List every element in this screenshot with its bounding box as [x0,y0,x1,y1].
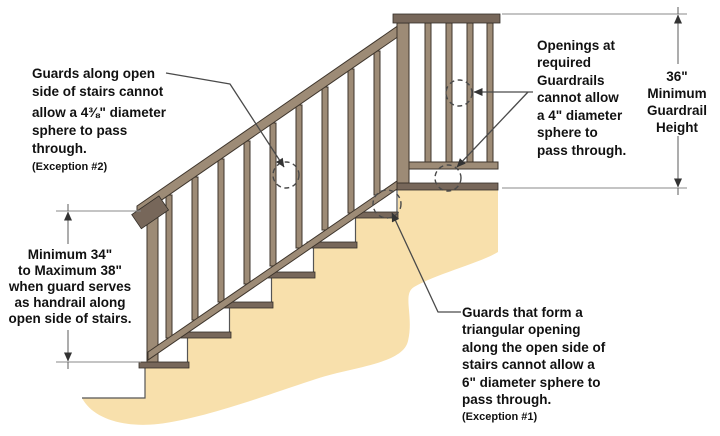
stair-guard-rail-end-cap [131,195,170,230]
annotation-line: Guards that form a [462,305,583,320]
exception-note: (Exception #2) [32,161,108,173]
dimension-text: open side of stairs. [8,311,131,326]
baluster [217,158,225,303]
dimension-text: to Maximum 38" [18,263,122,278]
baluster [347,68,355,214]
landing-guardrail [392,13,501,184]
annotation-line: Guardrails [537,73,605,88]
annotation-guard-open-side: Guards along open side of stairs cannot … [32,66,167,173]
annotation-line: required [537,55,591,70]
annotation-line: cannot allow [537,90,619,105]
baluster [486,22,494,164]
lower-floor-line [82,368,146,399]
annotation-line: allow a 4⅜" diameter [32,105,167,120]
annotation-line: Openings at [537,38,616,53]
sphere-6in-icon [372,189,402,219]
dimension-handrail-height [56,204,141,369]
annotation-line: pass through. [462,392,551,407]
baluster [165,194,173,339]
annotation-line: stairs cannot allow a [462,357,595,372]
stair-guard-top-rail [136,24,400,218]
landing-floor-edge [394,182,499,191]
annotation-line: triangular opening [462,322,581,337]
dimension-text: when guard serves [8,279,131,294]
exception-note: (Exception #1) [462,411,538,423]
annotation-line: along the open side of [462,340,606,355]
annotation-line: a 4" diameter [537,108,623,123]
baluster [191,176,199,321]
baluster [243,140,251,285]
dimension-label-handrail-height: Minimum 34" to Maximum 38" when guard se… [8,247,132,326]
sphere-4-3-8in-icon [272,161,300,189]
baluster [321,86,329,231]
landing-guard-top-cap [392,13,501,24]
stair-tread-2 [180,331,232,339]
dimension-text: 36" [666,69,687,84]
annotation-line: sphere to [537,125,598,140]
dimension-text: as handrail along [14,295,125,310]
stair-guard-bottom-rail [147,180,398,361]
dimension-guardrail-height [502,7,687,195]
leader-guard-open-side [165,72,285,168]
baluster [445,22,453,164]
stair-tread-1 [138,361,190,369]
baluster [424,22,432,164]
riser-lines [186,190,398,362]
annotation-line: side of stairs cannot [32,84,164,99]
landing-guard-post [396,22,410,184]
dimension-text: Guardrail [647,103,707,118]
dimension-text: Height [656,120,699,135]
annotation-triangular-opening: Guards that form a triangular opening al… [462,305,606,423]
dimension-label-guardrail-height: 36" Minimum Guardrail Height [647,69,707,135]
leader-openings-lower [456,91,529,168]
annotation-line: 6" diameter sphere to [462,375,600,390]
annotation-line: through. [32,141,87,156]
landing-guard-bottom-rail [408,161,499,170]
annotation-line: sphere to pass [32,123,127,138]
sphere-4in-upper-icon [445,79,473,107]
annotation-line: Guards along open [32,66,155,81]
dimension-text: Minimum [647,86,706,101]
stair-guard-end-post [146,209,159,363]
annotation-line: pass through. [537,143,626,158]
baluster [269,122,277,267]
baluster [373,50,381,196]
leader-triangular-opening [391,212,461,313]
annotation-openings-guardrails: Openings at required Guardrails cannot a… [537,38,626,158]
sphere-4in-lower-icon [434,164,462,192]
dimension-text: Minimum 34" [28,247,112,262]
